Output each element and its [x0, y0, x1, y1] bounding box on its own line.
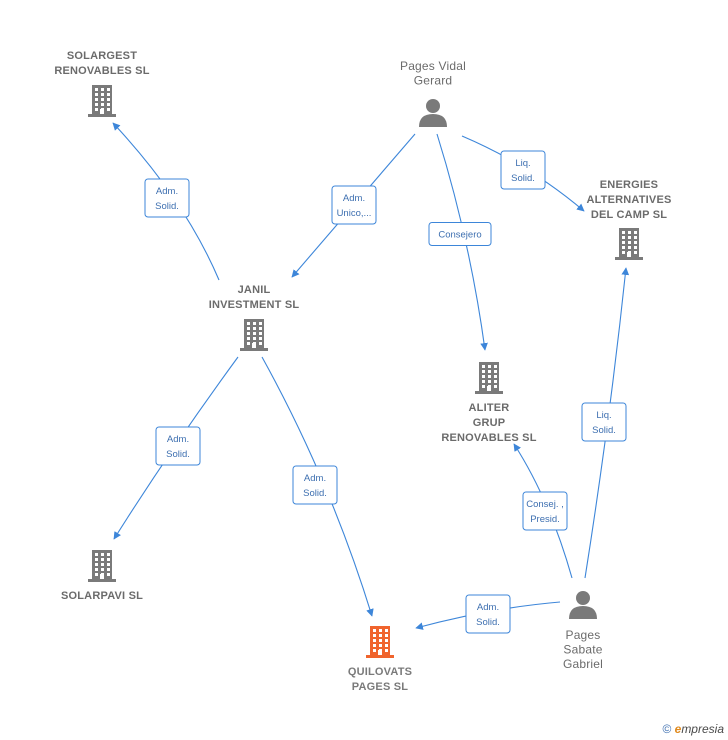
- edge-label-box: [292, 465, 338, 505]
- node-label: SOLARPAVI SL: [61, 590, 143, 602]
- building-icon: [240, 319, 268, 351]
- edge-label-text: Liq.: [515, 158, 530, 169]
- node-label: SOLARGEST: [67, 50, 137, 62]
- edge-label-text: Adm.: [343, 193, 365, 204]
- edge-label-text: Consejero: [438, 230, 481, 241]
- node-label: Gerard: [414, 74, 453, 88]
- building-icon: [88, 550, 116, 582]
- node-label: INVESTMENT SL: [209, 299, 300, 311]
- edge-labels-layer: Adm.Solid.Adm.Unico,...ConsejeroLiq.Soli…: [144, 150, 627, 634]
- node-label: Sabate: [563, 643, 602, 657]
- node-label: Pages: [565, 628, 600, 642]
- node-label: DEL CAMP SL: [591, 209, 667, 221]
- edge-label-text: Solid.: [166, 449, 190, 460]
- edge-label-text: Consej. ,: [526, 499, 564, 510]
- person-icon: [419, 99, 447, 127]
- copyright-footer: © empresia: [662, 722, 724, 736]
- node-solarpavi[interactable]: SOLARPAVI SL: [61, 550, 143, 602]
- edge-label-box: [500, 150, 546, 190]
- building-icon: [475, 362, 503, 394]
- edge-label-pages_vidal-to-aliter[interactable]: Consejero: [428, 222, 492, 246]
- node-label: Pages Vidal: [400, 59, 466, 73]
- edge-label-box: [581, 402, 627, 442]
- edge-label-text: Solid.: [511, 173, 535, 184]
- edge-label-box: [144, 178, 190, 218]
- edge-label-text: Presid.: [530, 514, 560, 525]
- edge-label-text: Solid.: [476, 617, 500, 628]
- edge-label-text: Unico,...: [337, 208, 372, 219]
- edge-label-pages_sabate-to-energies[interactable]: Liq. Solid.: [581, 402, 627, 442]
- brand-logo-initial: e: [674, 722, 682, 736]
- nodes-layer: SOLARGEST RENOVABLES SL Pages VidalGerardE…: [54, 50, 671, 693]
- node-solargest[interactable]: SOLARGEST RENOVABLES SL: [54, 50, 150, 117]
- building-icon: [366, 626, 394, 658]
- brand-logo-text: mpresia: [681, 722, 724, 736]
- node-label: ALTERNATIVES: [586, 194, 671, 206]
- node-label: JANIL: [238, 284, 271, 296]
- node-label: GRUP: [473, 417, 506, 429]
- person-icon: [569, 591, 597, 619]
- node-label: RENOVABLES SL: [441, 432, 536, 444]
- edge-label-box: [155, 426, 201, 466]
- node-janil[interactable]: JANIL INVESTMENT SL: [209, 284, 300, 351]
- node-energies[interactable]: ENERGIES ALTERNATIVES DEL CAMP SL: [586, 179, 671, 260]
- building-icon: [88, 85, 116, 117]
- node-label: ENERGIES: [600, 179, 658, 191]
- edge-label-text: Solid.: [303, 488, 327, 499]
- edge-label-box: [331, 185, 377, 225]
- edge-label-pages_vidal-to-energies[interactable]: Liq. Solid.: [500, 150, 546, 190]
- node-label: QUILOVATS: [348, 666, 412, 678]
- edge-label-text: Solid.: [592, 425, 616, 436]
- edge-label-text: Liq.: [596, 410, 611, 421]
- building-icon: [615, 228, 643, 260]
- edge-label-box: [428, 222, 492, 246]
- edge-label-janil-to-solargest[interactable]: Adm. Solid.: [144, 178, 190, 218]
- node-label: RENOVABLES SL: [54, 65, 149, 77]
- node-label: PAGES SL: [352, 681, 408, 693]
- node-quilovats[interactable]: QUILOVATS PAGES SL: [348, 626, 412, 693]
- edge-label-text: Adm.: [156, 186, 178, 197]
- edge-label-pages_vidal-to-janil[interactable]: Adm. Unico,...: [331, 185, 377, 225]
- edge-label-box: [465, 594, 511, 634]
- edge-label-box: [522, 491, 568, 531]
- node-label: Gabriel: [563, 657, 603, 671]
- edge-label-text: Solid.: [155, 201, 179, 212]
- edge-label-text: Adm.: [304, 473, 326, 484]
- copyright-symbol: ©: [662, 722, 672, 736]
- edge-label-pages_sabate-to-aliter[interactable]: Consej. , Presid.: [522, 491, 568, 531]
- node-label: ALITER: [469, 402, 510, 414]
- edge-label-janil-to-quilovats[interactable]: Adm. Solid.: [292, 465, 338, 505]
- edge-label-pages_sabate-to-quilovats[interactable]: Adm. Solid.: [465, 594, 511, 634]
- edge-label-text: Adm.: [167, 434, 189, 445]
- brand-logo[interactable]: empresia: [675, 722, 724, 736]
- node-aliter[interactable]: ALITER GRUP RENOVABLES SL: [441, 362, 537, 444]
- edge-label-janil-to-solarpavi[interactable]: Adm. Solid.: [155, 426, 201, 466]
- edge-label-text: Adm.: [477, 602, 499, 613]
